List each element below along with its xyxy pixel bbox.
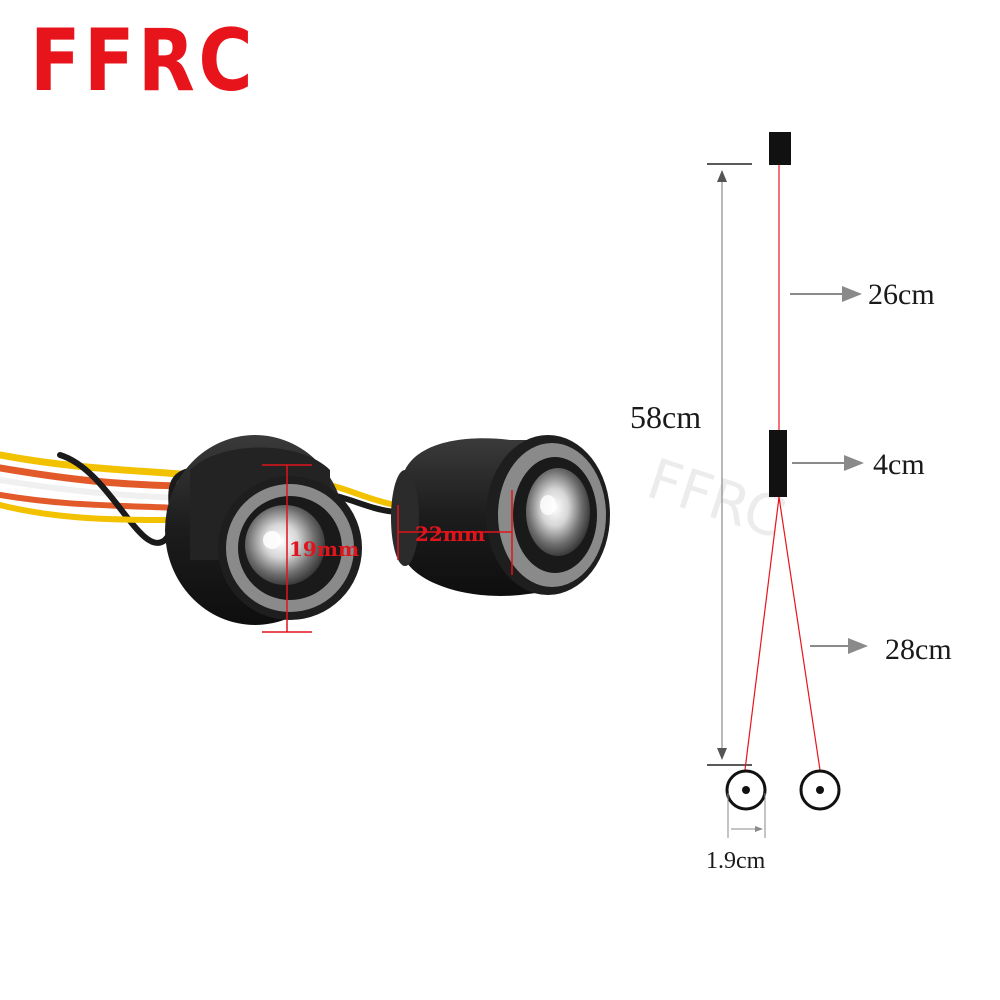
wire-bundle xyxy=(0,451,399,546)
label-4cm: 4cm xyxy=(873,448,925,481)
right-light xyxy=(391,435,610,596)
left-light xyxy=(165,435,362,625)
dim-22mm-label: 22mm xyxy=(415,522,485,546)
ffrc-logo: FFRC xyxy=(30,11,257,111)
lower-wire-right xyxy=(778,496,821,771)
middle-connector xyxy=(769,430,787,497)
top-connector xyxy=(769,132,791,165)
dim-22mm xyxy=(397,490,513,575)
label-1-9cm: 1.9cm xyxy=(706,848,766,874)
length-diagram xyxy=(707,132,868,838)
label-28cm: 28cm xyxy=(885,633,952,666)
left-lens xyxy=(245,505,325,585)
dim-19mm-label: 19mm xyxy=(289,537,359,561)
light-symbol-left xyxy=(725,769,767,811)
lower-wire-left xyxy=(744,496,780,771)
dim-19mm xyxy=(262,464,312,633)
light-symbol-right xyxy=(799,769,841,811)
label-58cm: 58cm xyxy=(630,399,701,435)
right-lens xyxy=(526,468,590,556)
label-26cm: 26cm xyxy=(868,278,935,311)
